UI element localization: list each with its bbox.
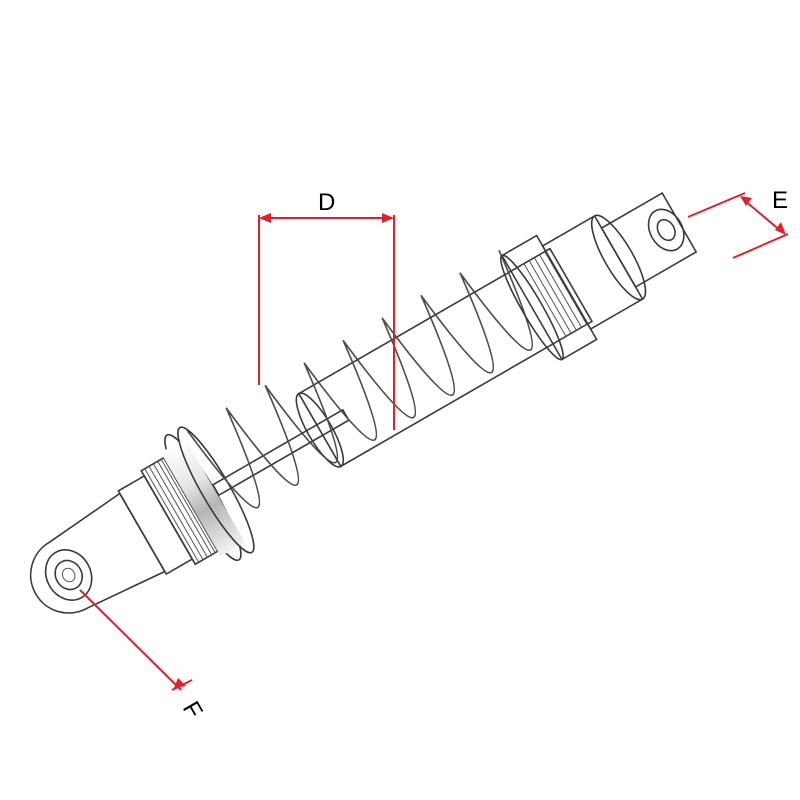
preload-adjuster-ring — [117, 456, 219, 576]
dimension-d: D — [258, 189, 395, 430]
dimension-f: F — [79, 589, 208, 723]
dimension-f-label: F — [177, 697, 208, 723]
shock-absorber — [29, 191, 698, 614]
dimension-e: E — [687, 187, 789, 259]
upper-spring-seat — [499, 214, 647, 361]
dimension-e-label: E — [772, 187, 788, 214]
top-clevis-mount — [600, 191, 698, 289]
lower-spring-seat — [160, 426, 255, 562]
dimension-d-label: D — [318, 189, 335, 216]
damper-body — [295, 247, 594, 468]
damper-rod — [211, 408, 350, 497]
coil-spring — [186, 250, 534, 509]
bottom-eyelet-mount — [29, 492, 166, 614]
